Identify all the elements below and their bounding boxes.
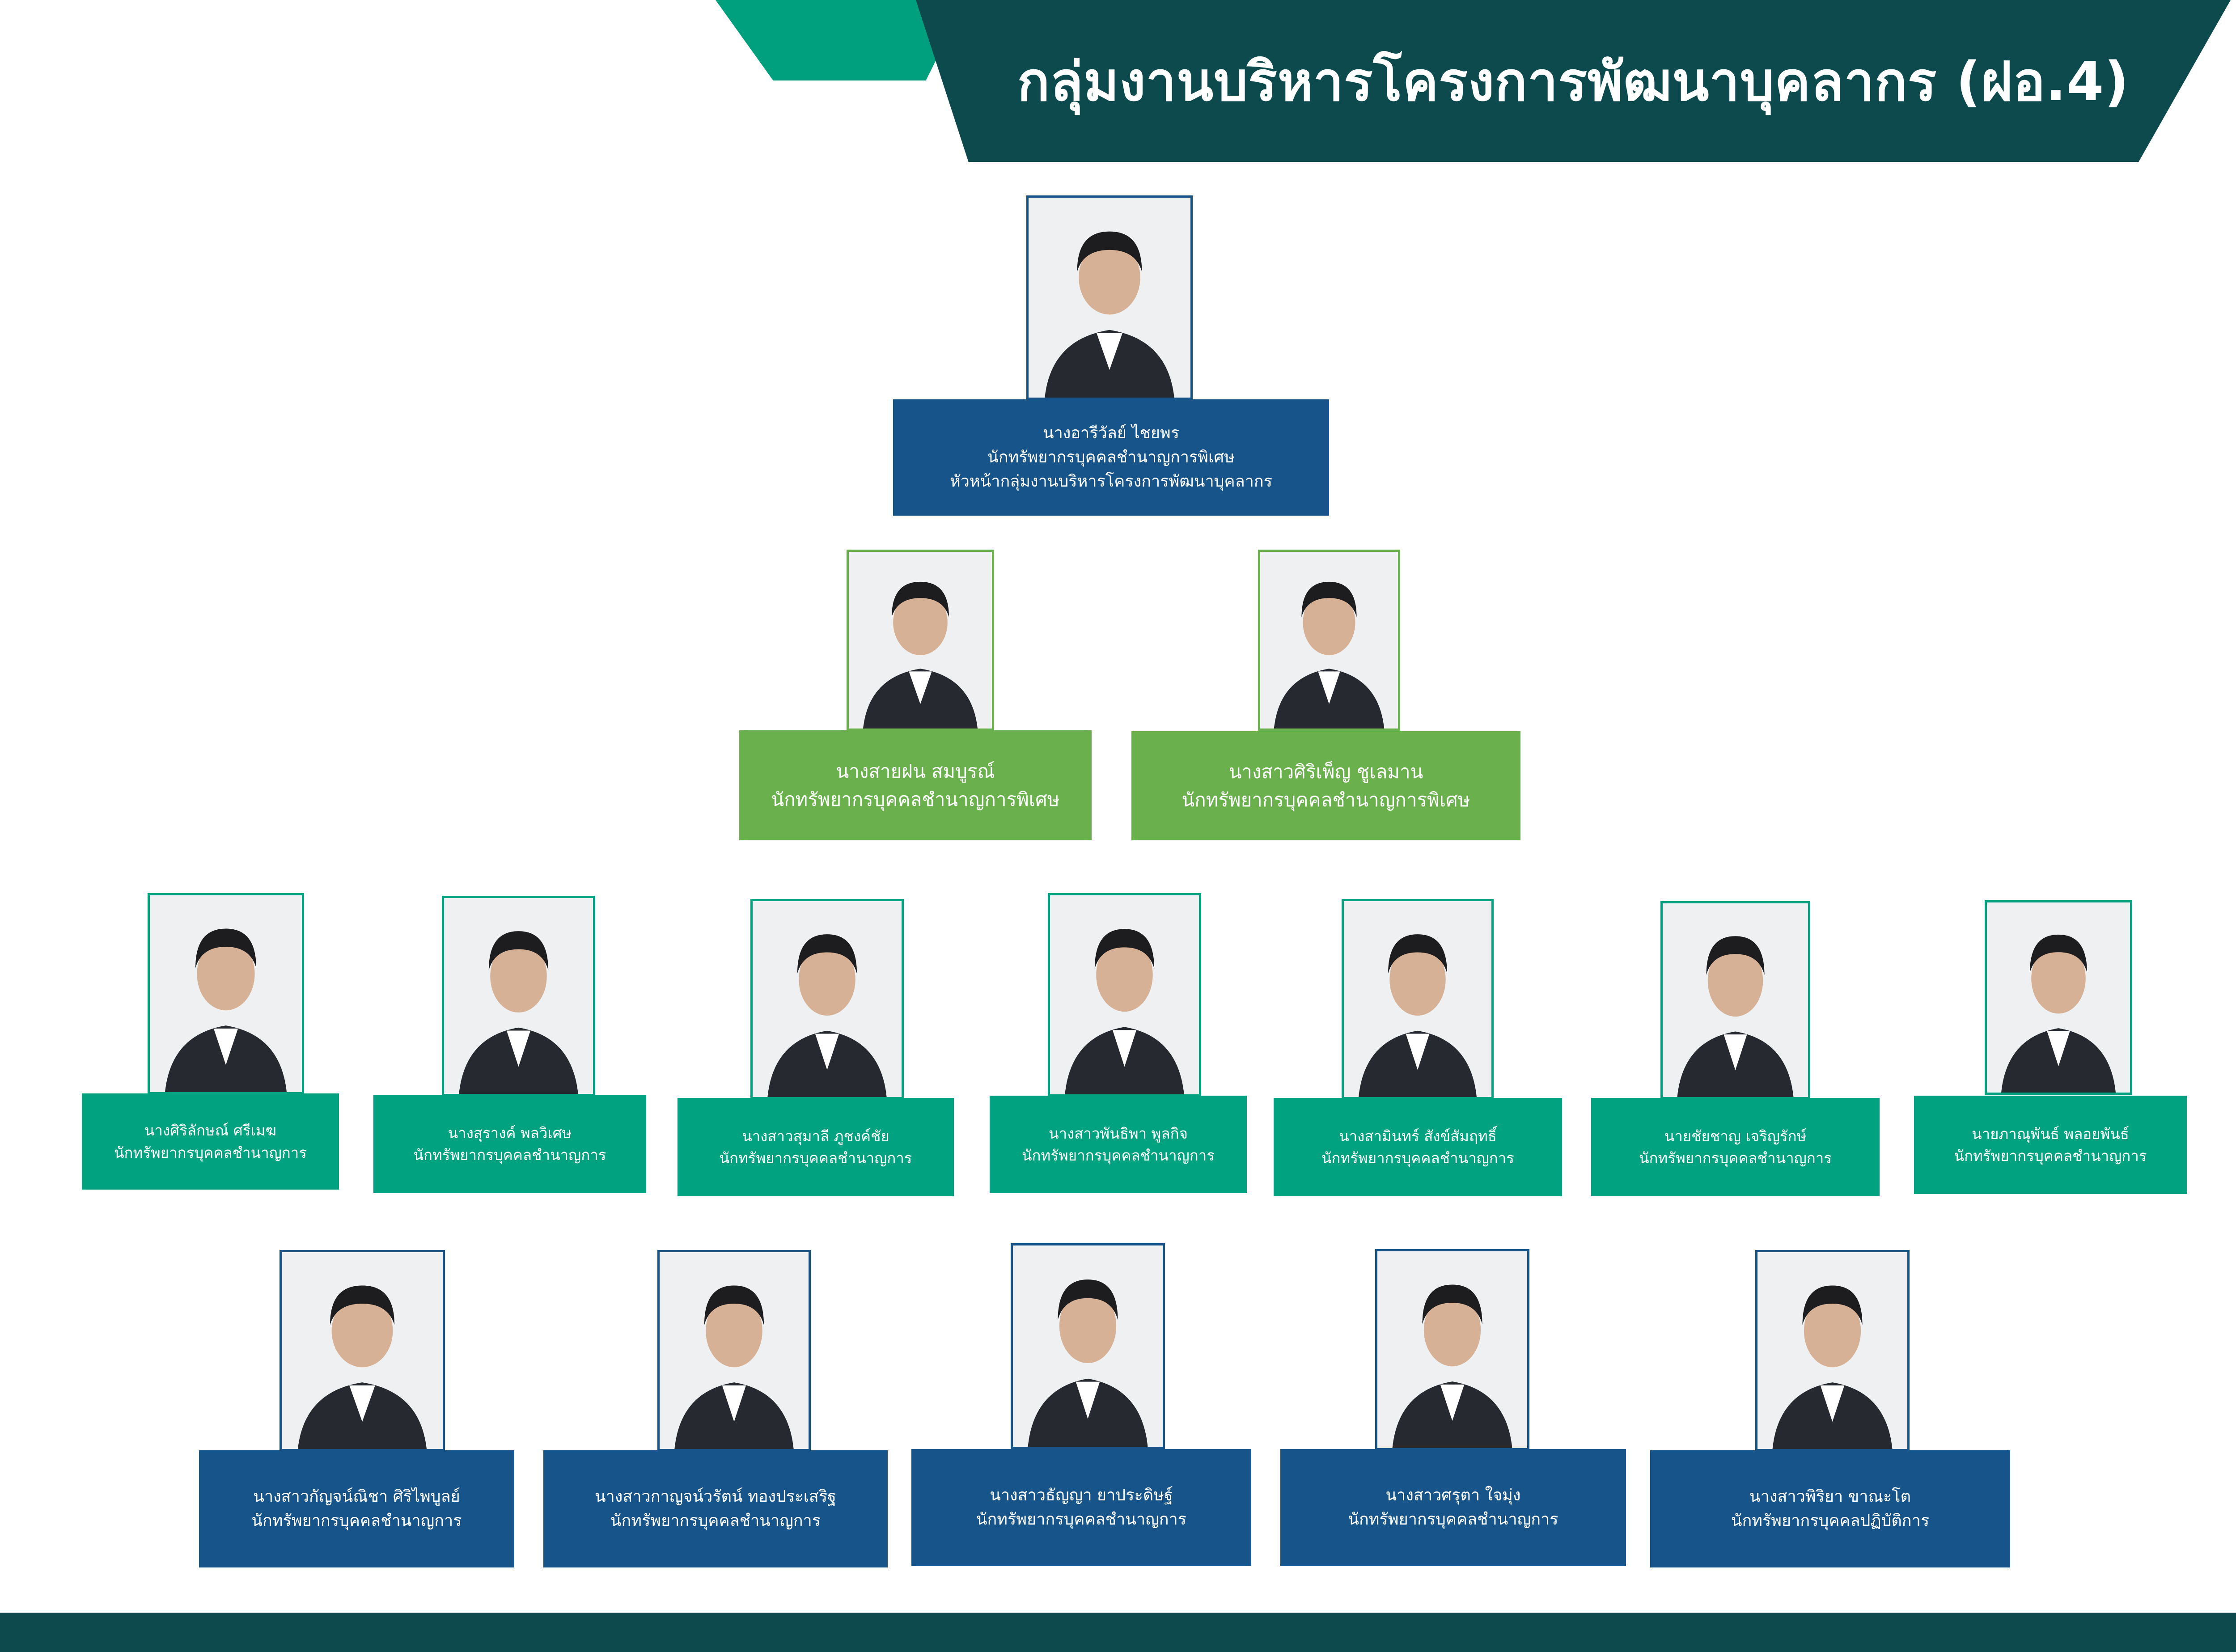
header-banner	[916, 0, 2231, 162]
plate-senior-1: นางสายฝน สมบูรณ์ นักทรัพยากรบุคคลชำนาญกา…	[739, 730, 1092, 840]
person-name: นายภาณุพันธ์ พลอยพันธ์	[1972, 1125, 2129, 1143]
person-position: นักทรัพยากรบุคคลชำนาญการ	[1348, 1510, 1558, 1529]
footer-band	[0, 1613, 2236, 1652]
plate-senior-2: นางสาวศิริเพ็ญ ชูเลมาน นักทรัพยากรบุคคลช…	[1131, 731, 1520, 840]
person-position: นักทรัพยากรบุคคลชำนาญการ	[1021, 1147, 1215, 1164]
person-icon	[444, 898, 593, 1094]
photo-staff-1	[148, 893, 304, 1094]
plate-staff-4: นางสาวพันธิพา พูลกิจ นักทรัพยากรบุคคลชำน…	[990, 1096, 1247, 1193]
photo-senior-1	[847, 550, 994, 731]
person-name: นางศิริลักษณ์ ศรีเมฆ	[144, 1122, 277, 1139]
person-name: นางสายฝน สมบูรณ์	[836, 760, 995, 782]
photo-staff-6	[1660, 901, 1810, 1099]
person-name: นางสาวพิริยา ขาณะโต	[1749, 1487, 1911, 1506]
person-icon	[1013, 1245, 1163, 1447]
plate-staff-7: นายภาณุพันธ์ พลอยพันธ์ นักทรัพยากรบุคคลช…	[1914, 1096, 2187, 1194]
person-position: นักทรัพยากรบุคคลชำนาญการ	[1639, 1149, 1832, 1167]
person-position: นักทรัพยากรบุคคลชำนาญการ	[114, 1144, 307, 1161]
person-role: หัวหน้ากลุ่มงานบริหารโครงการพัฒนาบุคลากร	[949, 472, 1273, 491]
person-icon	[1757, 1252, 1907, 1449]
plate-staff-2: นางสุรางค์ พลวิเศษ นักทรัพยากรบุคคลชำนาญ…	[373, 1095, 646, 1193]
person-icon	[150, 895, 302, 1092]
photo-junior-5	[1755, 1250, 1910, 1451]
person-name: นางสาวกาญจน์วรัตน์ ทองประเสริฐ	[594, 1487, 837, 1506]
photo-junior-3	[1011, 1243, 1165, 1449]
photo-junior-2	[657, 1250, 811, 1451]
person-name: นางอารีวัลย์ ไชยพร	[1042, 424, 1180, 442]
plate-junior-3: นางสาวธัญญา ยาประดิษฐ์ นักทรัพยากรบุคคลช…	[911, 1449, 1251, 1566]
person-icon	[753, 901, 902, 1097]
person-position: นักทรัพยากรบุคคลชำนาญการ	[610, 1512, 821, 1530]
photo-senior-2	[1258, 550, 1400, 731]
person-name: นางสุรางค์ พลวิเศษ	[448, 1124, 572, 1142]
person-position: นักทรัพยากรบุคคลชำนาญการ	[251, 1512, 462, 1530]
plate-staff-1: นางศิริลักษณ์ ศรีเมฆ นักทรัพยากรบุคคลชำน…	[82, 1093, 339, 1190]
plate-staff-5: นางสามินทร์ สังข์สัมฤทธิ์ นักทรัพยากรบุค…	[1274, 1098, 1562, 1196]
person-icon	[1344, 901, 1491, 1097]
person-position: นักทรัพยากรบุคคลชำนาญการ	[976, 1510, 1187, 1529]
person-icon	[1029, 198, 1190, 398]
person-position: นักทรัพยากรบุคคลชำนาญการ	[413, 1146, 606, 1164]
plate-staff-6: นายชัยชาญ เจริญรักษ์ นักทรัพยากรบุคคลชำน…	[1591, 1098, 1880, 1196]
plate-junior-1: นางสาวกัญจน์ณิชา ศิริไพบูลย์ นักทรัพยากร…	[199, 1450, 514, 1567]
photo-head	[1026, 195, 1193, 400]
person-position: นักทรัพยากรบุคคลชำนาญการ	[719, 1149, 912, 1167]
photo-junior-1	[280, 1250, 445, 1451]
person-position: นักทรัพยากรบุคคลชำนาญการ	[1321, 1149, 1515, 1167]
plate-junior-2: นางสาวกาญจน์วรัตน์ ทองประเสริฐ นักทรัพยา…	[543, 1450, 888, 1567]
plate-head: นางอารีวัลย์ ไชยพร นักทรัพยากรบุคคลชำนาญ…	[893, 399, 1329, 516]
photo-staff-3	[750, 899, 904, 1099]
person-icon	[1663, 903, 1808, 1097]
person-name: นางสาวธัญญา ยาประดิษฐ์	[990, 1486, 1173, 1504]
person-name: นางสาวศรุตา ใจมุ่ง	[1385, 1486, 1521, 1504]
person-name: นางสามินทร์ สังข์สัมฤทธิ์	[1339, 1127, 1497, 1145]
person-position: นักทรัพยากรบุคคลชำนาญการ	[1954, 1147, 2147, 1165]
person-position: นักทรัพยากรบุคคลชำนาญการพิเศษ	[987, 448, 1235, 466]
page-title: กลุ่มงานบริหารโครงการพัฒนาบุคลากร (ฝอ.4)	[1017, 51, 2130, 113]
person-icon	[282, 1252, 443, 1449]
photo-junior-4	[1375, 1249, 1529, 1450]
person-icon	[660, 1252, 809, 1449]
person-icon	[1050, 895, 1199, 1094]
person-name: นางสาวสุมาลี ภูชงค์ชัย	[742, 1127, 889, 1145]
person-name: นางสาวศิริเพ็ญ ชูเลมาน	[1228, 761, 1423, 783]
person-position: นักทรัพยากรบุคคลชำนาญการพิเศษ	[1182, 789, 1470, 811]
plate-staff-3: นางสาวสุมาลี ภูชงค์ชัย นักทรัพยากรบุคคลช…	[678, 1098, 954, 1196]
person-position: นักทรัพยากรบุคคลชำนาญการพิเศษ	[771, 788, 1060, 810]
person-icon	[1377, 1251, 1527, 1448]
plate-junior-4: นางสาวศรุตา ใจมุ่ง นักทรัพยากรบุคคลชำนาญ…	[1280, 1449, 1626, 1566]
person-name: นางสาวพันธิพา พูลกิจ	[1049, 1124, 1188, 1142]
person-name: นายชัยชาญ เจริญรักษ์	[1664, 1127, 1807, 1145]
photo-staff-7	[1985, 900, 2132, 1095]
photo-staff-2	[442, 896, 595, 1096]
person-icon	[1987, 902, 2130, 1093]
photo-staff-5	[1342, 899, 1494, 1099]
plate-junior-5: นางสาวพิริยา ขาณะโต นักทรัพยากรบุคคลปฏิบ…	[1650, 1450, 2010, 1567]
person-icon	[849, 552, 992, 729]
photo-staff-4	[1048, 893, 1201, 1097]
person-icon	[1260, 552, 1398, 729]
person-position: นักทรัพยากรบุคคลปฏิบัติการ	[1731, 1512, 1930, 1530]
person-name: นางสาวกัญจน์ณิชา ศิริไพบูลย์	[253, 1487, 460, 1506]
